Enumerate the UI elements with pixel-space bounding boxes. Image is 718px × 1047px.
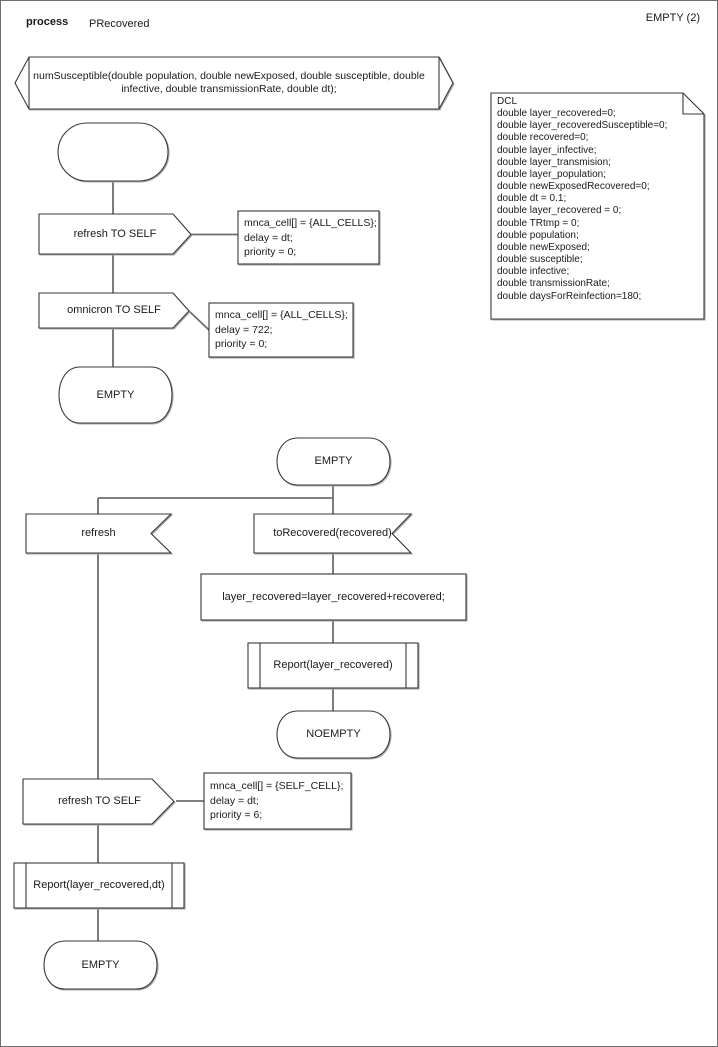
comment-refresh-self-cell-text[interactable]: mnca_cell[] = {SELF_CELL}; delay = dt; p… [210,780,344,822]
output-refresh-to-self-label[interactable]: refresh TO SELF [73,227,157,240]
procedure-signature-shape[interactable] [14,56,454,110]
connector-omnicron-to-comment [188,310,210,331]
process-kind-label: process [26,16,69,28]
call-report-label[interactable]: Report(layer_recovered) [273,659,393,671]
state-empty-bottom-shape[interactable] [43,940,158,990]
input-refresh-label[interactable]: refresh [81,527,116,539]
state-empty-main-shape[interactable] [276,437,391,486]
comment-box-refresh-self-cell[interactable] [203,772,352,830]
call-report-dt-label[interactable]: Report(layer_recovered,dt) [33,879,165,891]
state-empty-top-flow-shape[interactable] [58,366,173,424]
task-assignment-label[interactable]: layer_recovered=layer_recovered+recovere… [222,590,445,603]
input-refresh-shape[interactable] [25,513,173,554]
dcl-declarations-text[interactable]: DCL double layer_recovered=0; double lay… [497,96,668,302]
state-empty-top-flow-label[interactable]: EMPTY [96,388,135,401]
state-noempty-shape[interactable] [276,710,391,759]
nodes [13,56,705,990]
comment-refresh-text[interactable]: mnca_cell[] = {ALL_CELLS}; delay = dt; p… [244,217,377,259]
dcl-text-symbol[interactable] [490,92,705,320]
procedure-signature-label[interactable]: numSusceptible(double population, double… [33,70,425,95]
call-report-shape[interactable] [247,642,419,689]
output-refresh-to-self-2-shape[interactable] [22,778,175,825]
input-torecovered-shape[interactable] [253,513,413,554]
comment-box-refresh[interactable] [237,210,380,265]
comment-box-omnicron[interactable] [208,302,354,358]
output-refresh-to-self-2-label[interactable]: refresh TO SELF [58,795,141,807]
comment-omnicron-text[interactable]: mnca_cell[] = {ALL_CELLS}; delay = 722; … [215,309,348,351]
output-omnicron-to-self-shape[interactable] [38,292,190,329]
output-omnicron-to-self-label[interactable]: omnicron TO SELF [67,304,161,316]
state-empty-bottom-label[interactable]: EMPTY [81,958,120,971]
call-report-dt-shape[interactable] [13,862,185,909]
process-name-label: PRecovered [89,18,150,30]
connectors [97,181,334,941]
state-empty-main-label[interactable]: EMPTY [314,455,353,467]
input-torecovered-label[interactable]: toRecovered(recovered) [273,527,392,539]
task-assignment-shape[interactable] [200,573,467,621]
output-refresh-to-self-shape[interactable] [38,213,192,255]
start-state-shape[interactable] [57,122,169,182]
state-noempty-label[interactable]: NOEMPTY [306,728,361,740]
page-number-label: EMPTY (2) [645,12,700,24]
